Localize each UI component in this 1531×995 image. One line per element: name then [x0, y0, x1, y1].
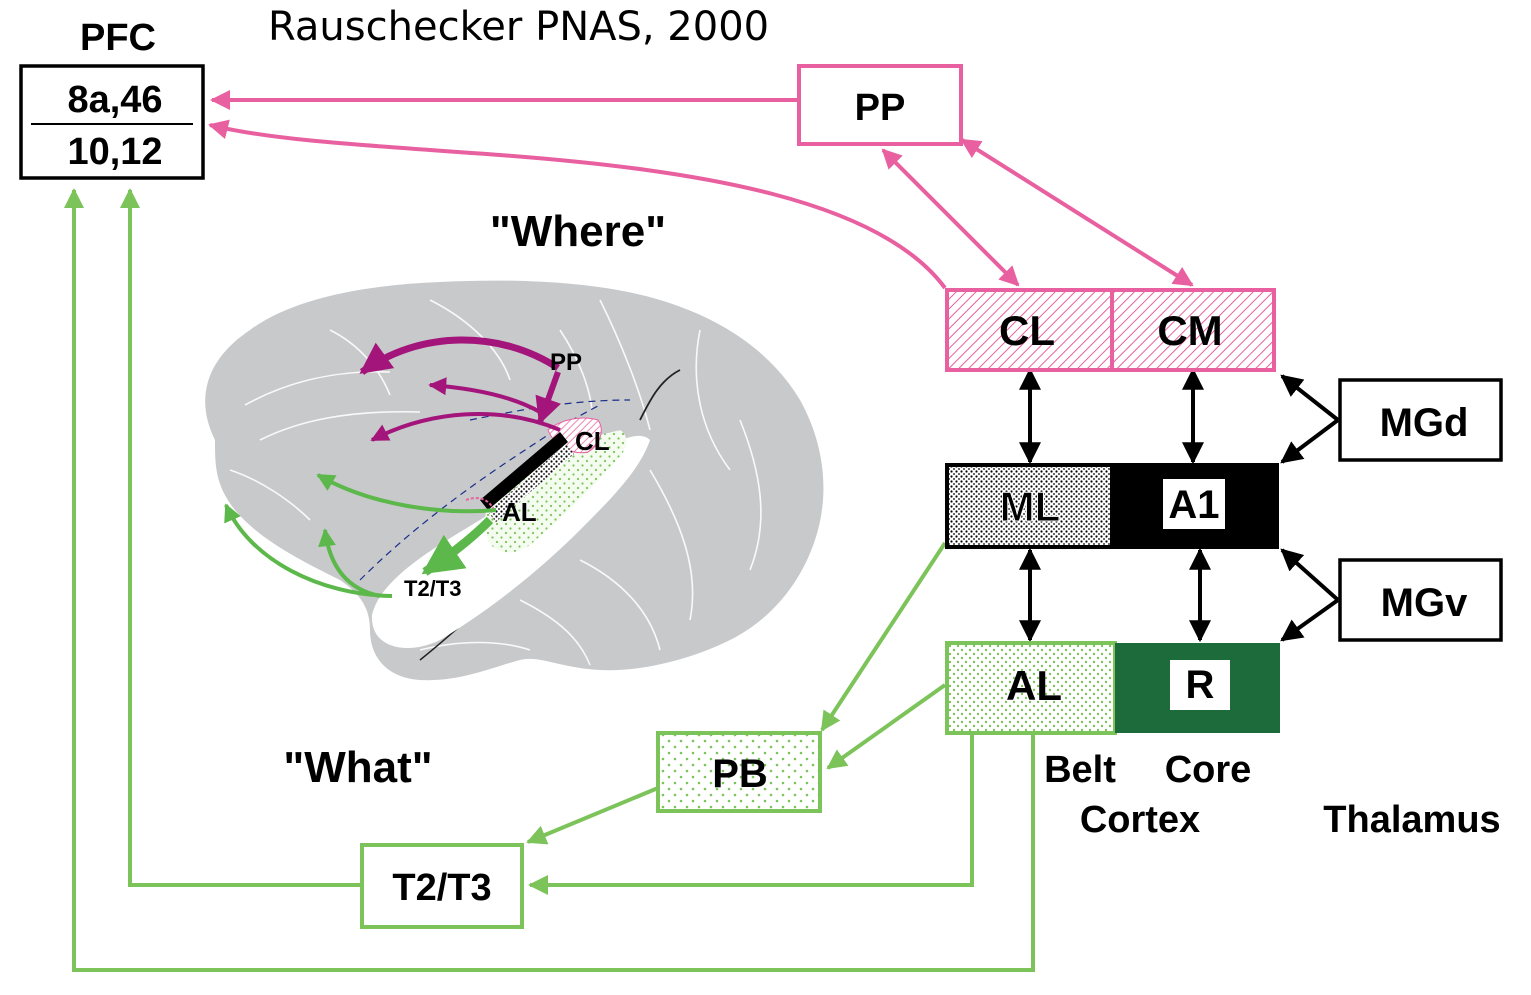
where-pathway-arrows — [208, 90, 1194, 290]
brain-label-al: AL — [502, 497, 537, 527]
arrow-pb-to-t2t3 — [526, 786, 659, 845]
brain-sulci — [229, 299, 762, 666]
mgd-label: MGd — [1380, 401, 1469, 445]
brain-core-band — [480, 432, 568, 510]
r-label: R — [1186, 663, 1215, 707]
core-belt-arrows — [1019, 367, 1340, 643]
a1-box — [1110, 463, 1279, 549]
r-label-bg — [1170, 660, 1230, 710]
pb-label: PB — [712, 752, 768, 796]
t2t3-label: T2/T3 — [392, 867, 491, 909]
arrow-t2t3-to-pfc — [120, 188, 362, 887]
arrow-cl-to-pfc — [208, 119, 947, 290]
pfc-box — [19, 64, 205, 180]
arrow-mgd-a1 — [1280, 418, 1340, 464]
brain-what-arrow-1 — [316, 473, 497, 514]
core-label: Core — [1165, 749, 1252, 791]
lateral-sulcus — [639, 369, 681, 421]
belt-label: Belt — [1044, 749, 1116, 791]
pp-block: PP — [797, 64, 963, 146]
brain-label-pp: PP — [550, 349, 582, 376]
arrow-ml-to-pb — [820, 541, 947, 732]
mgv-block: MGv — [1338, 558, 1503, 642]
arrow-al-to-pb — [826, 683, 947, 770]
mgv-box — [1338, 558, 1503, 642]
pp-box — [797, 64, 963, 146]
arrow-al-to-t2t3 — [528, 735, 974, 895]
al-label: AL — [1006, 662, 1062, 709]
a1-label-bg — [1163, 479, 1225, 529]
brain-core-dots — [488, 444, 574, 522]
brain-illustration: PP CL AL T2/T3 — [205, 280, 824, 681]
brain-what-arrow-4 — [421, 516, 494, 576]
pfc-areas-top: 8a,46 — [67, 79, 162, 121]
ml-box — [945, 463, 1114, 549]
pfc-title: PFC — [80, 17, 156, 59]
arrow-mgd-cm — [1280, 374, 1340, 422]
brain-label-cl: CL — [575, 426, 610, 456]
rostral-row: AL R — [945, 641, 1280, 735]
mgd-block: MGd — [1338, 378, 1503, 462]
pb-box — [656, 731, 822, 813]
dashed-outline-1 — [359, 404, 601, 581]
arrow-pp-cm — [960, 138, 1194, 287]
caudal-belt-row: CL CM — [945, 288, 1276, 372]
brain-label-t2t3: T2/T3 — [404, 576, 461, 601]
brain-where-arrow-down — [535, 370, 561, 425]
cm-label: CM — [1157, 307, 1222, 354]
middle-row: ML A1 — [945, 463, 1279, 549]
arrow-mgv-a1 — [1280, 548, 1340, 602]
mgd-box — [1338, 378, 1503, 462]
arrow-pp-cl — [881, 148, 1020, 287]
cl-label: CL — [999, 307, 1055, 354]
t2t3-block: T2/T3 — [360, 843, 524, 929]
a1-label: A1 — [1168, 483, 1219, 527]
ml-label: ML — [1000, 483, 1061, 530]
brain-where-arrow-2 — [428, 377, 541, 414]
brain-what-arrow-2 — [224, 503, 393, 598]
pfc-block: PFC 8a,46 10,12 — [19, 17, 205, 180]
pp-label: PP — [855, 87, 906, 129]
arrow-mgv-r — [1280, 598, 1340, 642]
where-label: "Where" — [490, 207, 666, 256]
thalamus-label: Thalamus — [1323, 799, 1500, 841]
what-label: "What" — [283, 743, 432, 792]
brain-al-region — [485, 430, 627, 553]
t2t3-box — [360, 843, 524, 929]
brain-where-arrow-1 — [359, 336, 560, 375]
brain-what-arrow-3 — [318, 528, 381, 598]
pb-block: PB — [656, 731, 822, 813]
pfc-areas-bottom: 10,12 — [67, 131, 162, 173]
citation: Rauschecker PNAS, 2000 — [268, 4, 769, 50]
arrow-al-to-pfc — [64, 188, 1035, 972]
cortex-label: Cortex — [1080, 799, 1200, 841]
mgv-label: MGv — [1381, 581, 1468, 625]
what-pathway-arrows — [64, 188, 1035, 972]
cm-box — [1110, 288, 1276, 372]
